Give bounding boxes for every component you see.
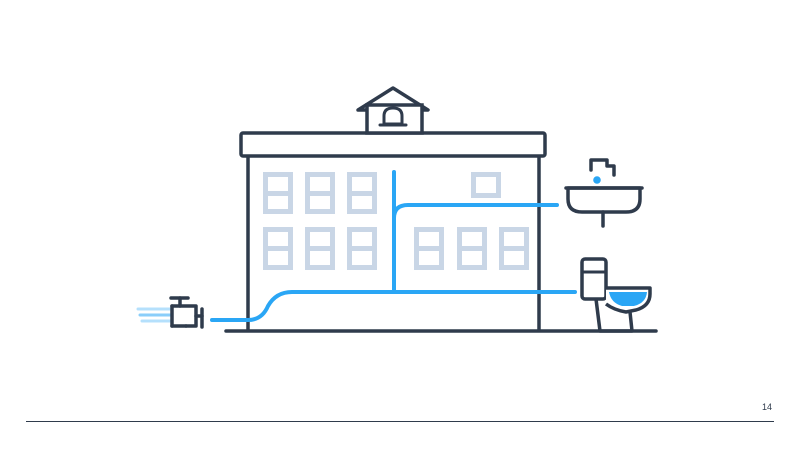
sink-icon: [564, 158, 644, 228]
water-pipes: [210, 170, 577, 322]
window: [305, 172, 335, 214]
window: [499, 227, 529, 270]
window: [414, 227, 444, 270]
window: [347, 227, 377, 270]
windows-top-row: [263, 172, 501, 214]
window: [305, 227, 335, 270]
school-building: [239, 86, 547, 331]
bell-tower: [356, 86, 430, 135]
building-roof: [239, 131, 547, 158]
page-number: 14: [761, 402, 772, 412]
main-supply-pipe: [210, 290, 577, 322]
sink-branch-pipe: [392, 203, 559, 220]
window: [457, 227, 487, 270]
toilet-icon: [580, 257, 652, 333]
window: [471, 172, 501, 198]
faucet-icon: [169, 296, 204, 329]
bell-icon: [378, 106, 408, 127]
window: [263, 227, 293, 270]
window: [347, 172, 377, 214]
water-flow-lines: [136, 307, 174, 323]
window: [263, 172, 293, 214]
windows-bottom-row: [263, 227, 529, 270]
footer-divider: [26, 421, 774, 422]
